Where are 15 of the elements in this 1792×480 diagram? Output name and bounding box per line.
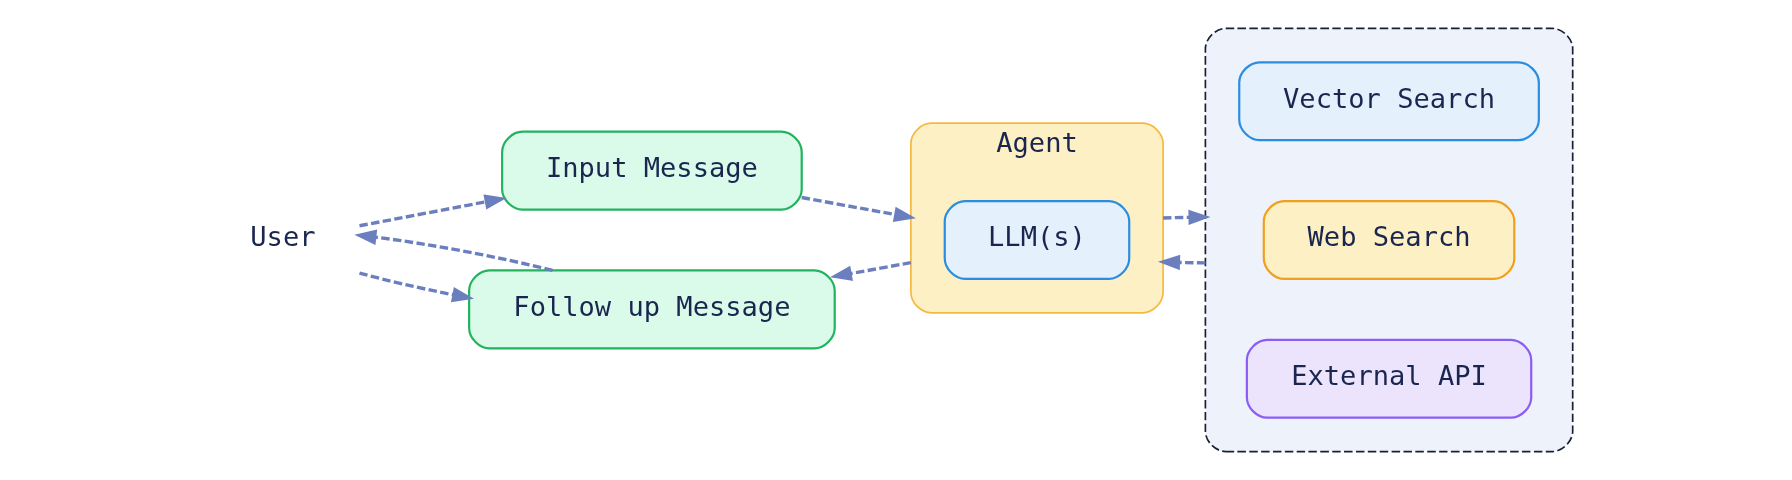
arrow xyxy=(1157,254,1205,271)
node-box: Web Search xyxy=(1262,199,1515,281)
arrow xyxy=(353,229,553,272)
node-box: External API xyxy=(1245,338,1532,419)
arrow xyxy=(800,195,916,222)
node-box: LLM(s) xyxy=(943,199,1130,281)
arrow xyxy=(358,194,506,228)
cluster xyxy=(1204,27,1574,453)
node-box: Follow up Message xyxy=(467,269,836,350)
arrow xyxy=(358,271,474,303)
node-box: Vector Search xyxy=(1237,61,1540,142)
arrow xyxy=(1162,209,1211,226)
node-text: User xyxy=(249,221,316,253)
node-box: Input Message xyxy=(500,130,803,211)
arrow xyxy=(829,260,911,281)
